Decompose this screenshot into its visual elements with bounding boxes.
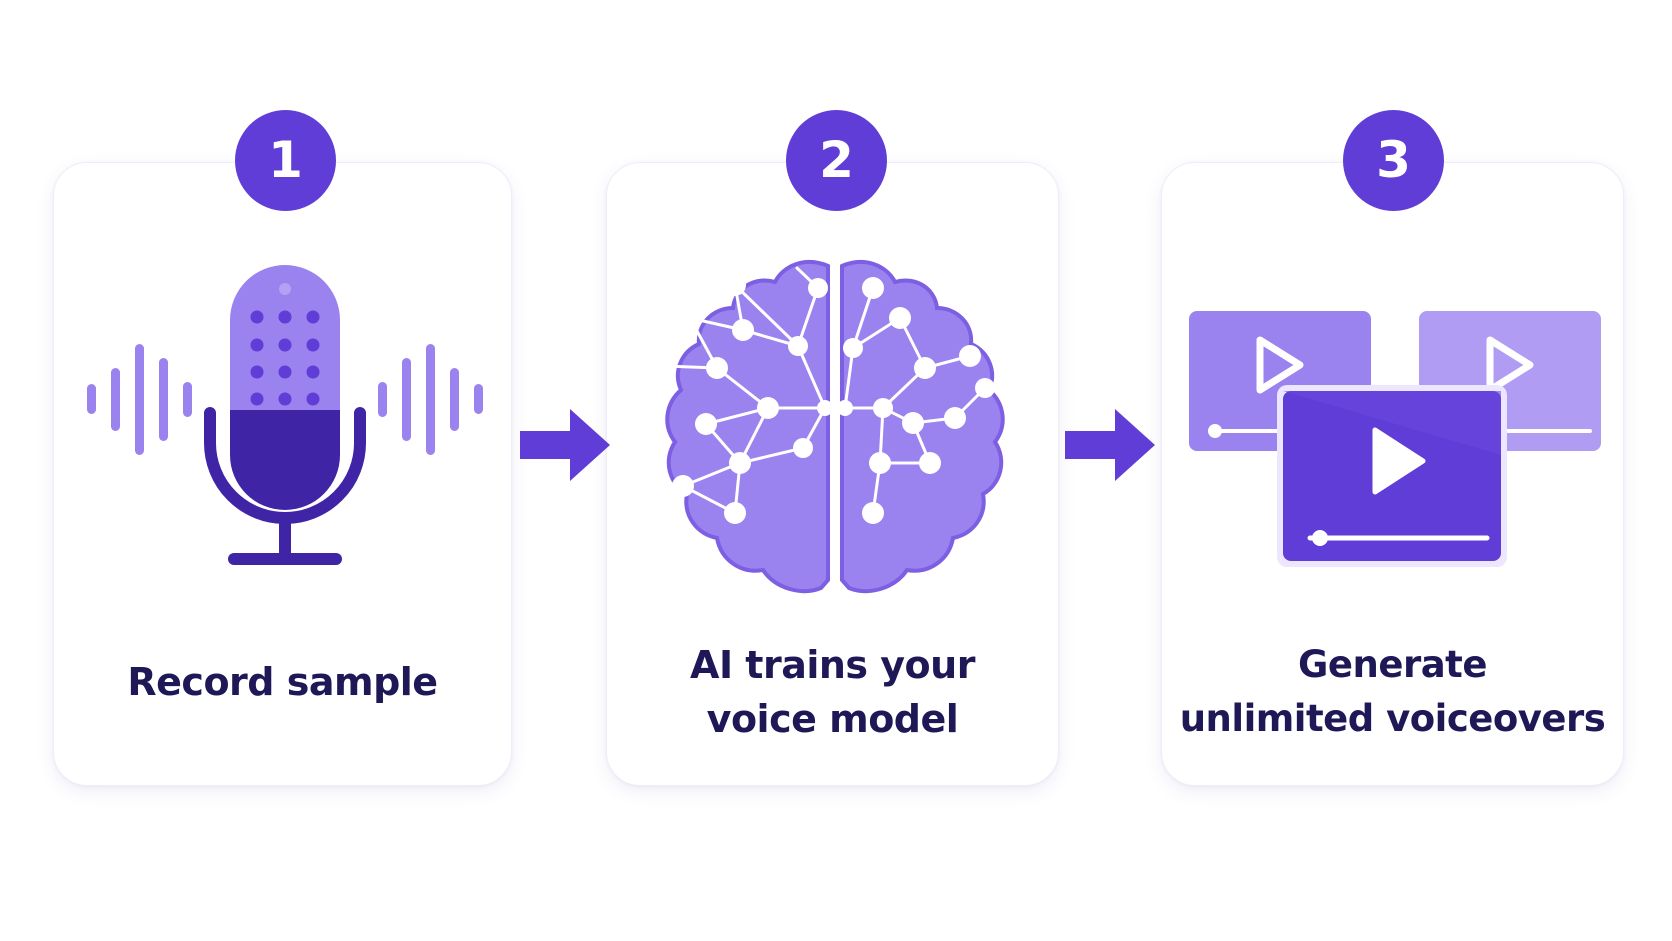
arrow-right-icon xyxy=(1065,409,1155,481)
step-label-line: Generate xyxy=(1298,643,1487,686)
step-label-train: AI trains your voice model xyxy=(606,638,1059,746)
microphone-icon xyxy=(87,265,483,565)
step-label-line: Record sample xyxy=(127,660,438,704)
step-number-badge-3: 3 xyxy=(1343,110,1444,211)
sound-wave-right-icon xyxy=(378,344,483,455)
step-number-badge-2: 2 xyxy=(786,110,887,211)
video-player-front-icon xyxy=(1277,385,1507,567)
brain-network-icon xyxy=(655,260,1005,594)
step-label-line: voice model xyxy=(706,697,959,741)
step-label-record: Record sample xyxy=(53,655,512,709)
step-number-badge-1: 1 xyxy=(235,110,336,211)
step-label-line: AI trains your xyxy=(690,643,975,687)
step-label-line: unlimited voiceovers xyxy=(1179,697,1606,740)
arrow-right-icon xyxy=(520,409,610,481)
sound-wave-left-icon xyxy=(87,344,192,455)
video-players-icon xyxy=(1189,311,1601,567)
step-label-generate: Generate unlimited voiceovers xyxy=(1161,638,1624,746)
